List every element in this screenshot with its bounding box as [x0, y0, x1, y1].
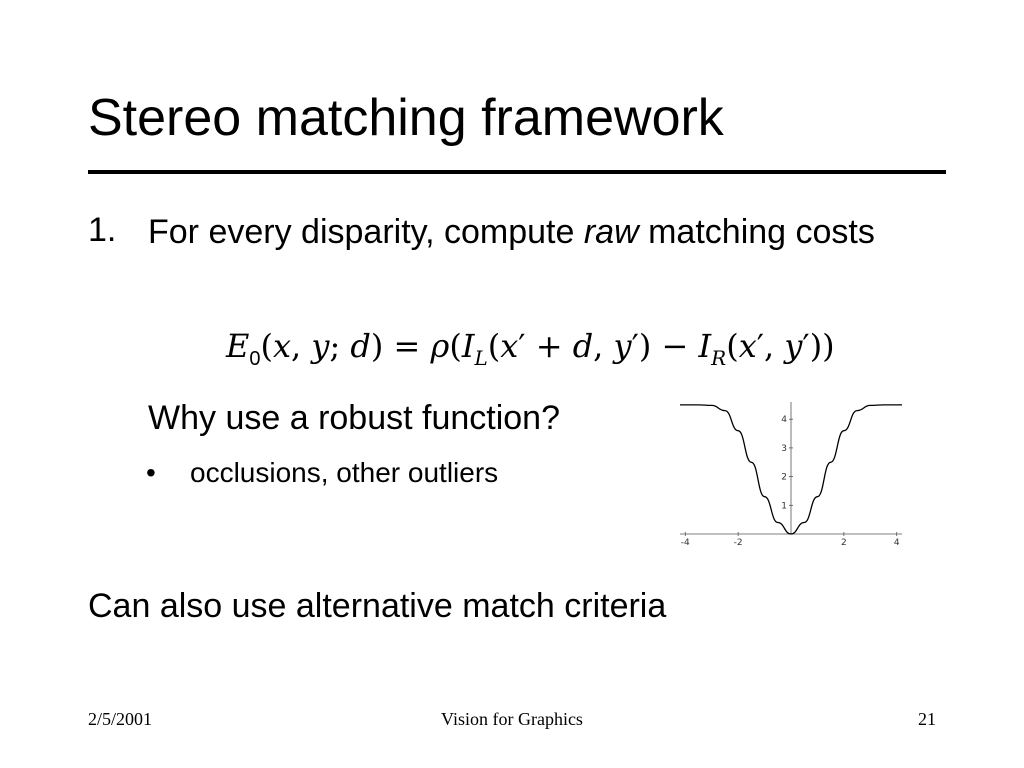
robust-question: Why use a robust function? — [148, 399, 561, 437]
robust-function-plot: -4 -2 2 4 1 2 3 4 — [680, 402, 902, 548]
y-tick-label: 3 — [781, 444, 787, 454]
list-item-text-end: matching costs — [638, 213, 875, 251]
title-underline — [88, 170, 946, 174]
matching-cost-equation: E0(x, y; d) = ρ(IL(x′ + d, y′) − IR(x′, … — [226, 327, 835, 370]
bullet-marker: • — [146, 457, 156, 488]
slide-title: Stereo matching framework — [88, 89, 724, 147]
y-tick-label: 1 — [781, 501, 787, 511]
footer-title: Vision for Graphics — [441, 709, 583, 729]
list-item-number: 1. — [88, 211, 117, 249]
list-item-text: For every disparity, compute raw matchin… — [148, 208, 948, 256]
x-tick-label: 4 — [894, 538, 900, 548]
list-item-text-start: For every disparity, compute — [148, 213, 584, 251]
alternative-criteria-text: Can also use alternative match criteria — [88, 587, 667, 625]
x-tick-label: 2 — [841, 538, 847, 548]
y-tick-label: 2 — [781, 473, 787, 483]
y-tick-label: 4 — [781, 415, 787, 425]
emphasis-raw: raw — [583, 213, 639, 251]
footer-date: 2/5/2001 — [88, 709, 153, 729]
x-tick-label: -4 — [681, 538, 690, 548]
x-tick-label: -2 — [734, 538, 743, 548]
bullet-text: occlusions, other outliers — [190, 457, 499, 488]
robust-function-curve — [680, 404, 902, 535]
footer-page-number: 21 — [918, 709, 936, 729]
